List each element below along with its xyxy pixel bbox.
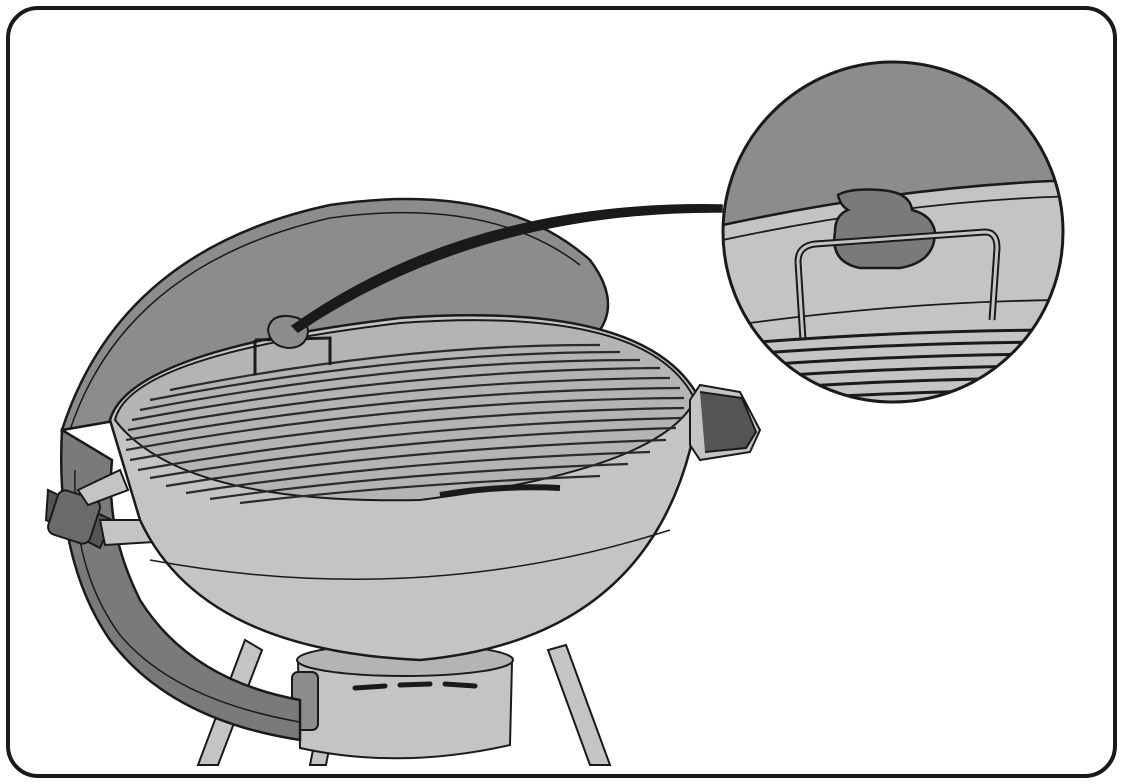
callout-connector xyxy=(290,204,723,333)
ash-catcher xyxy=(291,643,514,760)
bowl-handle xyxy=(689,383,762,462)
cooking-grate xyxy=(125,343,685,505)
magnifier-callout-icon xyxy=(721,60,1065,404)
